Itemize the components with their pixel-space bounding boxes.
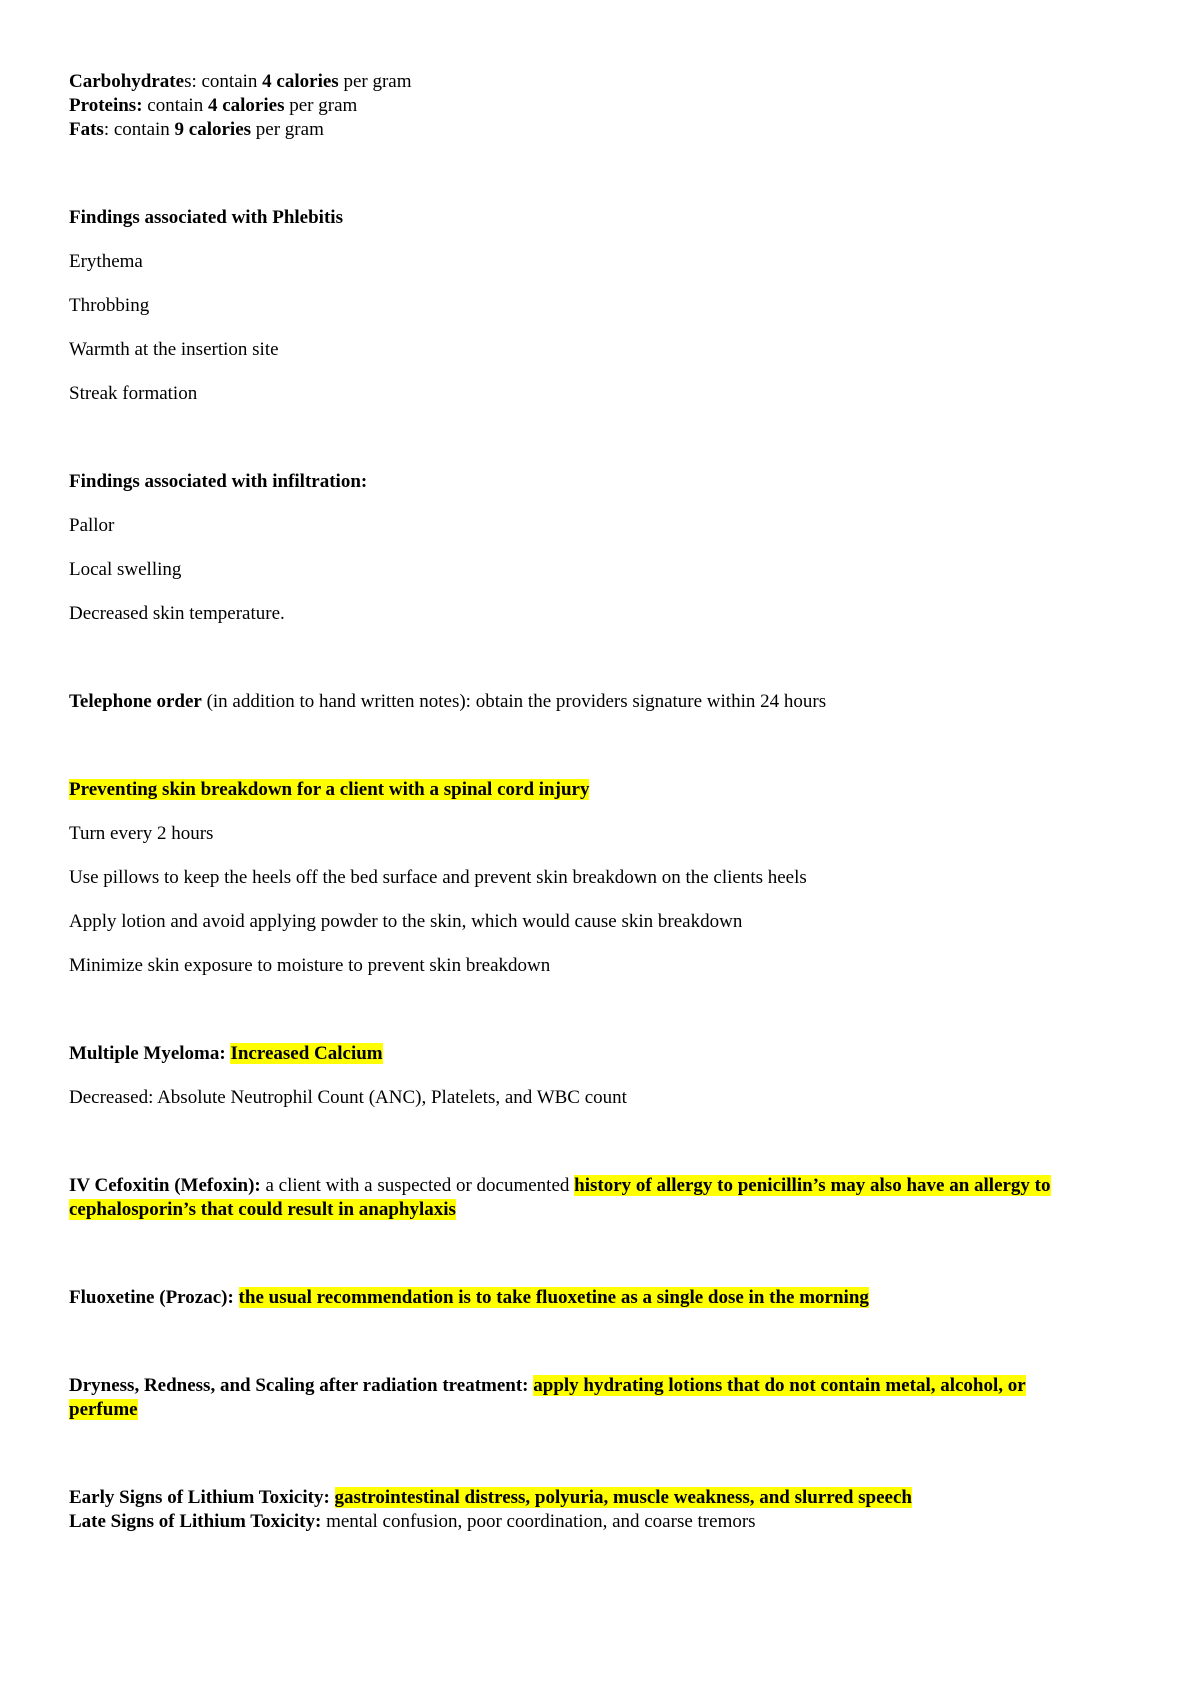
radiation-line: Dryness, Redness, and Scaling after radi… [69,1375,1026,1396]
myeloma-line: Multiple Myeloma: Increased Calcium [69,1042,383,1066]
myeloma-label: Multiple Myeloma: [69,1043,231,1064]
phlebitis-heading: Findings associated with Phlebitis [69,207,343,228]
list-item: Pallor [69,515,115,536]
lithium-late-line: Late Signs of Lithium Toxicity: mental c… [69,1511,756,1532]
proteins-label: Proteins: [69,95,143,116]
infiltration-heading: Findings associated with infiltration: [69,471,368,492]
radiation-label: Dryness, Redness, and Scaling after radi… [69,1375,534,1396]
list-item: Decreased skin temperature. [69,603,285,624]
lithium-late-label: Late Signs of Lithium Toxicity: [69,1511,322,1532]
list-item: Minimize skin exposure to moisture to pr… [69,955,551,976]
proteins-line: Proteins: contain 4 calories per gram [69,95,358,116]
cefoxitin-line-2: cephalosporin’s that could result in ana… [69,1199,456,1220]
skin-breakdown-heading: Preventing skin breakdown for a client w… [69,779,590,800]
list-item: Local swelling [69,559,182,580]
cefoxitin-line: IV Cefoxitin (Mefoxin): a client with a … [69,1175,1051,1196]
list-item: Warmth at the insertion site [69,339,279,360]
list-item: Streak formation [69,383,198,404]
lithium-early-label: Early Signs of Lithium Toxicity: [69,1487,335,1508]
myeloma-decreased-line: Decreased: Absolute Neutrophil Count (AN… [69,1087,627,1108]
carbohydrates-label: Carbohydrate [69,71,185,92]
fats-label: Fats [69,119,104,140]
telephone-order-label: Telephone order [69,691,202,712]
fluoxetine-line: Fluoxetine (Prozac): the usual recommend… [69,1287,869,1308]
radiation-line-2: perfume [69,1399,138,1420]
list-item: Throbbing [69,295,150,316]
list-item: Erythema [69,251,143,272]
myeloma-highlight: Increased Calcium [230,1043,383,1064]
lithium-early-line: Early Signs of Lithium Toxicity: gastroi… [69,1487,912,1508]
fluoxetine-label: Fluoxetine (Prozac): [69,1287,239,1308]
list-item: Apply lotion and avoid applying powder t… [69,911,743,932]
list-item: Turn every 2 hours [69,823,214,844]
carbohydrates-line: Carbohydrates: contain 4 calories per gr… [69,71,412,92]
list-item: Use pillows to keep the heels off the be… [69,867,807,888]
fats-line: Fats: contain 9 calories per gram [69,119,324,140]
telephone-order-line: Telephone order (in addition to hand wri… [69,691,827,712]
cefoxitin-label: IV Cefoxitin (Mefoxin): [69,1175,261,1196]
